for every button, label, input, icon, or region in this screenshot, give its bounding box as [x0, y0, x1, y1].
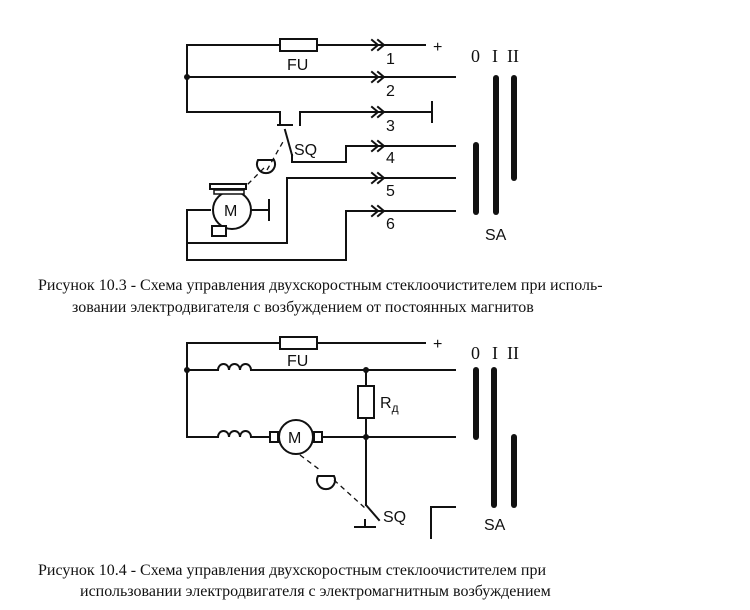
- fig2-cam-icon: [316, 475, 336, 491]
- fuse-fu: [279, 38, 318, 52]
- terminal-6: 6: [386, 216, 395, 233]
- fuse-label: FU: [287, 57, 308, 74]
- terminal-4: 4: [386, 150, 395, 167]
- motor-brush-top: [209, 183, 247, 190]
- fig2-selector-label: SA: [484, 517, 506, 534]
- fig2-position-i: I: [492, 343, 498, 363]
- fig2-fuse-label: FU: [287, 353, 308, 370]
- figure-10-3-schematic: FU + SQ M 1 2 3 4 5 6: [184, 38, 519, 261]
- terminal-5: 5: [386, 183, 395, 200]
- fig2-position-0: 0: [471, 343, 480, 363]
- figure-10-3-caption-line-2: зовании электродвигателя с возбуждением …: [72, 299, 534, 316]
- motor-label: M: [224, 203, 237, 220]
- fig2-position-ii: II: [507, 343, 519, 363]
- figure-10-4-caption-line-2: использовании электродвигателя с электро…: [80, 583, 551, 600]
- position-ii: II: [507, 46, 519, 66]
- terminal-2: 2: [386, 83, 395, 100]
- fig2-motor-label: M: [288, 430, 301, 447]
- motor-brush-bottom: [211, 225, 227, 237]
- fig2-motor-brush-left: [269, 431, 279, 443]
- position-0: 0: [471, 46, 480, 66]
- fig2-resistor-rd: [357, 385, 375, 419]
- motor-brush-top-inner: [213, 189, 245, 195]
- position-i: I: [492, 46, 498, 66]
- fig2-resistor-label: Rд: [380, 395, 399, 415]
- fig2-field-coil-1: [216, 363, 253, 372]
- terminal-3: 3: [386, 118, 395, 135]
- fig2-motor-brush-right: [313, 431, 323, 443]
- figure-10-4-caption-line-1: Рисунок 10.4 - Схема управления двухскор…: [38, 562, 546, 579]
- plus-label: +: [433, 39, 442, 56]
- fig2-plus-label: +: [433, 336, 442, 353]
- selector-label: SA: [485, 227, 507, 244]
- cam-link-dashed: [266, 139, 285, 171]
- figure-10-4-schematic: FU + Rд M SQ 0 I II SA: [184, 336, 519, 539]
- sq-switch-blade: [283, 128, 294, 157]
- cam-icon: [256, 159, 276, 175]
- fig2-fuse-fu: [279, 336, 318, 350]
- fig2-sq-label: SQ: [383, 509, 406, 526]
- connector-chevrons: [370, 38, 386, 218]
- fig2-motor-cam-link-dashed: [299, 454, 321, 471]
- fig2-sq-switch-blade: [364, 503, 381, 522]
- figure-10-3-caption-line-1: Рисунок 10.3 - Схема управления двухскор…: [38, 277, 603, 294]
- fig2-cam-sq-link-dashed: [333, 479, 366, 509]
- fig2-field-coil-2: [216, 430, 253, 439]
- terminal-1: 1: [386, 51, 395, 68]
- sq-label: SQ: [294, 142, 317, 159]
- fig2-ground-step: [430, 506, 456, 539]
